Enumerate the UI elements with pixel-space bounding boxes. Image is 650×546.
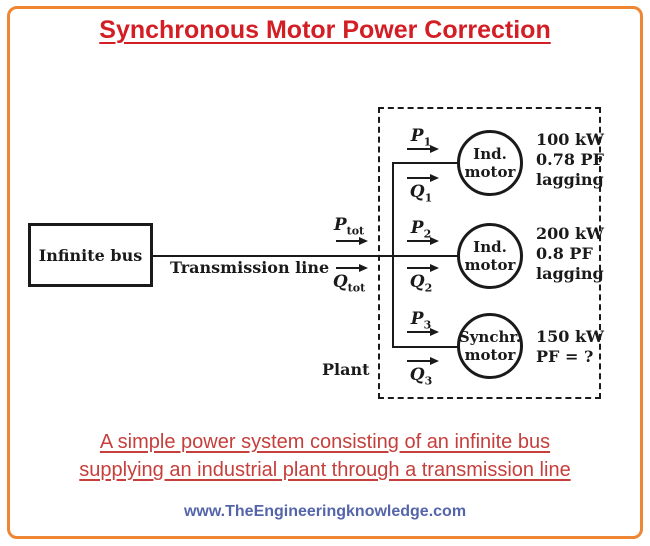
motor2-spec-pf: 0.8 PF: [536, 244, 593, 263]
q1-subscript: 1: [424, 191, 433, 205]
p1-arrow-icon: [407, 145, 439, 153]
q2-subscript: 2: [424, 281, 433, 295]
plant-boundary-box: [378, 107, 601, 399]
q3-label: Q3: [401, 365, 441, 391]
motor1-spec: 100 kW 0.78 PF lagging: [536, 130, 604, 190]
qtot-label: Qtot: [329, 272, 369, 298]
q1-arrow-icon: [407, 174, 439, 182]
induction-motor-1-circle: Ind. motor: [457, 130, 523, 196]
p2-subscript: 2: [423, 227, 432, 241]
p2-label: P2: [401, 218, 441, 244]
motor3-name-line2: motor: [464, 346, 516, 364]
motor2-name-line1: Ind.: [473, 238, 507, 256]
synchronous-motor-circle: Synchr. motor: [457, 313, 523, 379]
p3-subscript: 3: [423, 318, 432, 332]
p3-symbol: P: [410, 309, 424, 329]
q2-arrow-icon: [407, 264, 439, 272]
motor1-spec-power: 100 kW: [536, 130, 605, 149]
qtot-subscript: tot: [347, 281, 366, 295]
infinite-bus-box: Infinite bus: [28, 223, 153, 287]
p3-label: P3: [401, 309, 441, 335]
motor1-branch-line: [393, 162, 458, 164]
q2-symbol: Q: [409, 272, 425, 292]
q3-symbol: Q: [409, 365, 425, 385]
motor3-name-line1: Synchr.: [458, 328, 522, 346]
motor3-spec: 150 kW PF = ?: [536, 327, 604, 367]
motor1-spec-lagging: lagging: [536, 170, 604, 189]
motor3-spec-power: 150 kW: [536, 327, 605, 346]
motor3-spec-pf: PF = ?: [536, 347, 594, 366]
ptot-arrow-icon: [336, 237, 368, 245]
transmission-line: [151, 255, 458, 257]
qtot-symbol: Q: [332, 272, 348, 292]
p1-symbol: P: [410, 126, 424, 146]
motor1-name-line1: Ind.: [473, 145, 507, 163]
q2-label: Q2: [401, 272, 441, 298]
caption: A simple power system consisting of an i…: [0, 428, 650, 484]
motor2-spec-power: 200 kW: [536, 224, 605, 243]
motor1-name-line2: motor: [464, 163, 516, 181]
p1-subscript: 1: [423, 135, 432, 149]
q3-subscript: 3: [424, 374, 433, 388]
caption-line-1: A simple power system consisting of an i…: [99, 431, 551, 453]
motor3-branch-line: [393, 346, 458, 348]
p2-arrow-icon: [407, 237, 439, 245]
induction-motor-2-circle: Ind. motor: [457, 223, 523, 289]
infinite-bus-label: Infinite bus: [38, 245, 143, 265]
plant-label: Plant: [322, 360, 370, 379]
ptot-label: Ptot: [329, 215, 369, 241]
ptot-symbol: P: [333, 215, 347, 235]
website-url: www.TheEngineeringknowledge.com: [183, 503, 467, 520]
p2-symbol: P: [410, 218, 424, 238]
p1-label: P1: [401, 126, 441, 152]
motor2-spec-lagging: lagging: [536, 264, 604, 283]
q3-arrow-icon: [407, 357, 439, 365]
qtot-arrow-icon: [336, 264, 368, 272]
caption-line-2: supplying an industrial plant through a …: [79, 459, 571, 481]
motor2-spec: 200 kW 0.8 PF lagging: [536, 224, 604, 284]
q1-label: Q1: [401, 182, 441, 208]
transmission-line-label: Transmission line: [170, 258, 330, 277]
plant-bus-line: [392, 162, 394, 348]
q1-symbol: Q: [409, 182, 425, 202]
motor2-name-line2: motor: [464, 256, 516, 274]
p3-arrow-icon: [407, 328, 439, 336]
motor1-spec-pf: 0.78 PF: [536, 150, 604, 169]
page-title: Synchronous Motor Power Correction: [99, 16, 551, 44]
ptot-subscript: tot: [346, 224, 365, 238]
